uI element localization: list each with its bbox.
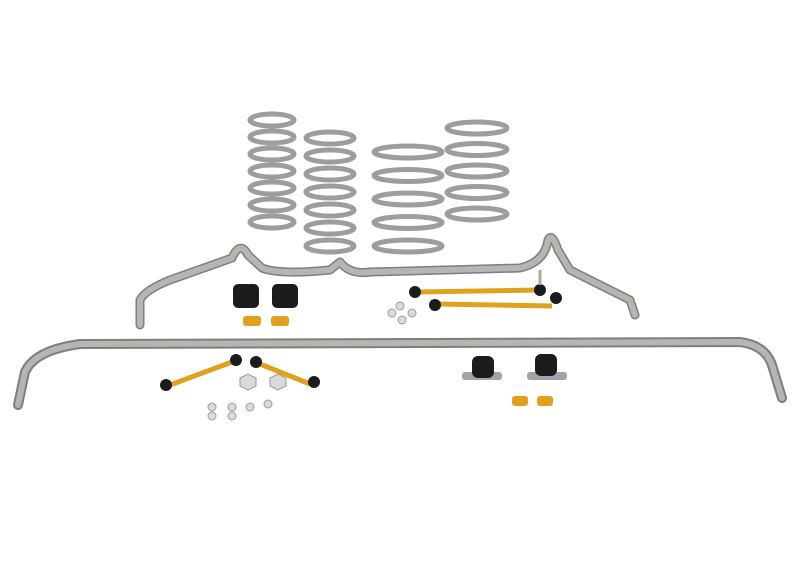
washer [245, 402, 255, 412]
front-bushings [233, 284, 298, 326]
coil-spring [303, 129, 357, 255]
rear-end-links [160, 354, 320, 391]
front-end-links [409, 270, 562, 311]
washer [207, 402, 217, 412]
washer [387, 308, 397, 318]
washers [207, 301, 417, 421]
washer [395, 301, 405, 311]
coil-springs [247, 111, 510, 255]
front-sway-bar [135, 233, 640, 330]
washer [227, 402, 237, 412]
washer [207, 411, 217, 421]
washer [263, 399, 273, 409]
coil-spring [444, 119, 510, 223]
coil-spring [247, 111, 297, 231]
rear-bushings [462, 354, 567, 406]
washer [407, 308, 417, 318]
coil-spring [371, 143, 445, 255]
washer [227, 411, 237, 421]
rear-sway-bar [13, 337, 787, 410]
washer [397, 315, 407, 325]
